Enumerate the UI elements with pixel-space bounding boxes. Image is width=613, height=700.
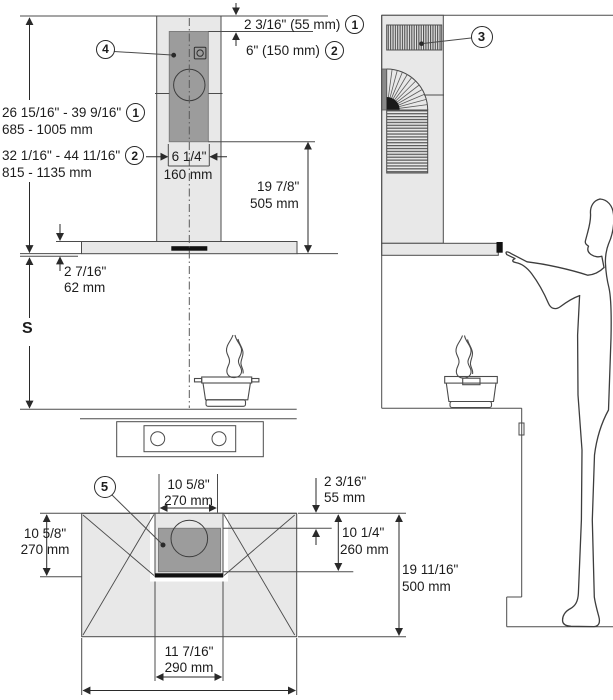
plan-left-depth-inch-label: 10 5/8": [23, 525, 67, 541]
callout-4-badge: 4: [96, 39, 115, 59]
plan-cutout-width-inch-label: 11 7/16": [164, 643, 214, 659]
safety-distance-label: S: [22, 320, 33, 337]
plan-canopy-depth-mm-label: 500 mm: [402, 578, 451, 594]
pot-icon-front: [193, 376, 260, 407]
vent-grille: [386, 24, 443, 51]
plan-wall-clearance-inch-label: 2 3/16": [324, 473, 367, 489]
height-range-1-mm-label: 685 - 1005 mm: [2, 122, 93, 137]
callout-5-badge: 5: [93, 475, 116, 498]
plan-top-width-mm-label: 270 mm: [164, 492, 213, 508]
electrical-connection-icon: [193, 46, 207, 60]
flex-duct-elbow: [381, 68, 429, 174]
plan-inner-depth-mm-label: 260 mm: [340, 542, 389, 557]
side-view: [381, 14, 613, 628]
dim-ceiling-gap-label: 2 3/16" (55 mm): [244, 17, 341, 32]
duct-width-inch-label: 6 1/4": [171, 149, 207, 164]
canopy-height-inch-label: 2 7/16": [64, 263, 107, 279]
plan-canopy-depth-inch-label: 19 11/16": [402, 561, 459, 577]
duct-width-mm-label: 160 mm: [163, 166, 213, 182]
plan-cutout-width-mm-label: 290 mm: [164, 660, 214, 675]
pot-icon-side: [444, 375, 498, 409]
cabinet-handle: [518, 422, 525, 436]
height-range-1-inch-label: 26 15/16" - 39 9/16": [2, 105, 122, 120]
callout-1-badge-left: 1: [126, 103, 146, 122]
cooktop-front: [116, 421, 264, 458]
callout-2-badge-left: 2: [125, 146, 145, 165]
callout-3-badge: 3: [470, 25, 493, 48]
control-strip: [171, 246, 208, 251]
front-view: [20, 3, 338, 420]
dim-outlet-height: 6" (150 mm) 2: [246, 41, 344, 60]
plan-top-width-inch-label: 10 5/8": [167, 476, 210, 492]
plan-view: [40, 474, 406, 695]
height-range-2-mm-label: 815 - 1135 mm: [2, 165, 92, 180]
chimney-height-mm-label: 505 mm: [250, 195, 299, 211]
person-silhouette: [505, 198, 613, 628]
flame-icon-side: [455, 335, 474, 379]
dim-outlet-height-label: 6" (150 mm): [246, 43, 320, 58]
dim-height-range-1: 26 15/16" - 39 9/16" 1: [2, 103, 146, 122]
dim-ceiling-gap: 2 3/16" (55 mm) 1: [244, 15, 365, 34]
flex-duct-straight: [386, 109, 429, 174]
dim-height-range-2: 32 1/16" - 44 11/16" 2: [2, 146, 145, 165]
plan-inner-depth-inch-label: 10 1/4": [342, 525, 385, 540]
canopy-side: [381, 242, 499, 256]
callout-2-badge: 2: [324, 41, 344, 60]
duct-cover-plan: [158, 527, 221, 573]
control-element: [496, 242, 503, 253]
chimney-height-inch-label: 19 7/8": [257, 179, 300, 194]
flame-icon-front: [225, 334, 244, 379]
height-range-2-inch-label: 32 1/16" - 44 11/16": [2, 148, 121, 163]
canopy-height-mm-label: 62 mm: [64, 280, 106, 295]
callout-1-badge: 1: [345, 15, 365, 34]
plan-wall-clearance-mm-label: 55 mm: [324, 490, 366, 505]
duct-outlet-plan: [170, 519, 209, 558]
plan-left-depth-mm-label: 270 mm: [20, 542, 70, 557]
wall-edge-bar: [155, 573, 223, 578]
